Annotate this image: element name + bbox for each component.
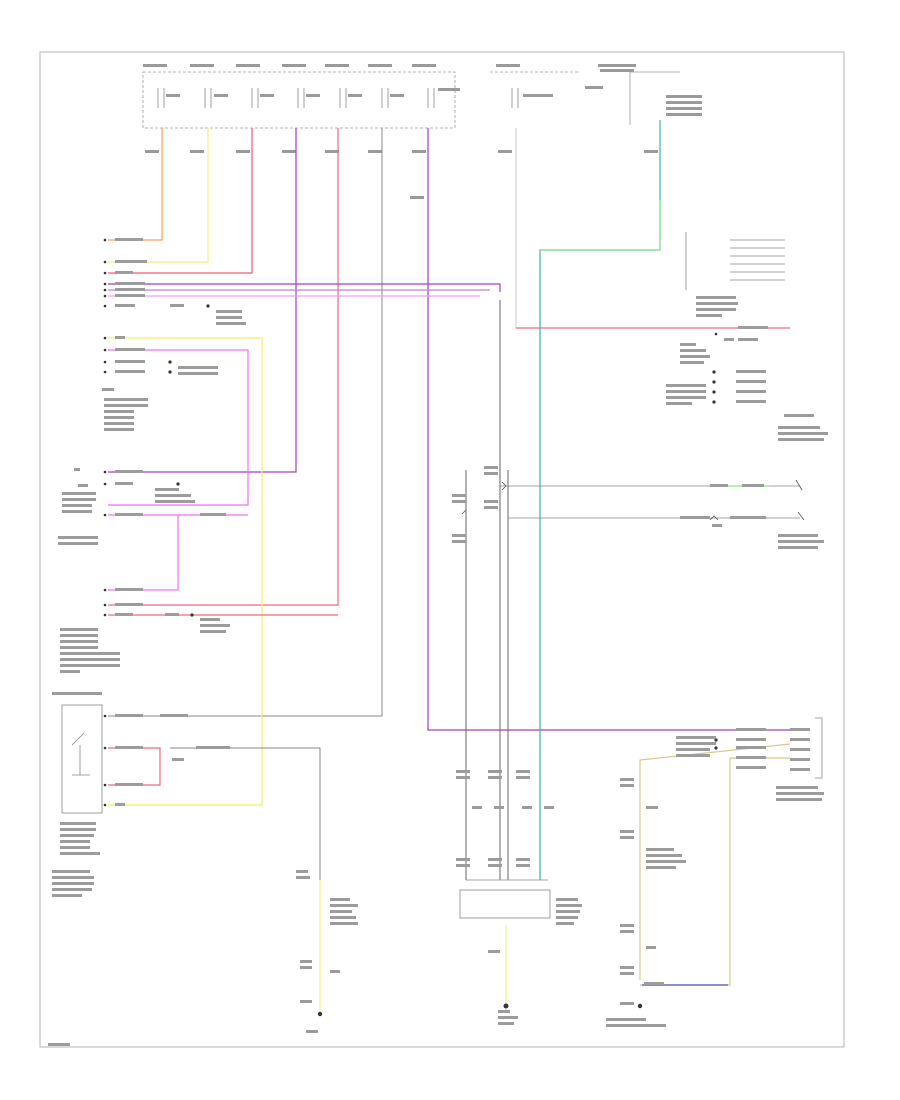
light-switch-module <box>61 704 103 814</box>
wire-purple-1 <box>108 128 297 473</box>
fuse-labels <box>143 64 702 199</box>
wire-red-3 <box>108 614 338 786</box>
diagram-border <box>39 51 845 1048</box>
wire-orange <box>108 128 163 241</box>
wire-green <box>540 200 661 251</box>
right-labels <box>606 296 828 1027</box>
wire-gray-2 <box>515 128 790 329</box>
switch-icon <box>461 479 805 521</box>
bottom-connector <box>459 879 551 919</box>
wire-gray-1 <box>108 128 383 717</box>
left-labels <box>52 238 246 897</box>
wire-teal <box>539 120 661 880</box>
wire-yellow-light <box>108 128 209 263</box>
wire-red-2 <box>108 128 339 606</box>
wire-pink-2 <box>108 515 179 591</box>
wire-yellow <box>108 337 263 806</box>
ground-icon <box>317 1003 643 1017</box>
right-connectors <box>685 232 823 779</box>
fuse-symbols <box>157 88 519 108</box>
wire-purple-2 <box>427 128 790 731</box>
connector-dots <box>103 238 718 807</box>
wire-black-vertical <box>465 300 509 880</box>
wire-tan <box>639 743 791 986</box>
fuse-block <box>142 71 680 129</box>
wire-purple-bus <box>108 283 501 297</box>
wire-right-gray <box>500 485 800 519</box>
wire-pink-1 <box>108 349 249 506</box>
wire-red-1 <box>108 128 253 274</box>
middle-labels <box>48 466 582 1046</box>
wire-yellow-bottom <box>319 880 507 1010</box>
